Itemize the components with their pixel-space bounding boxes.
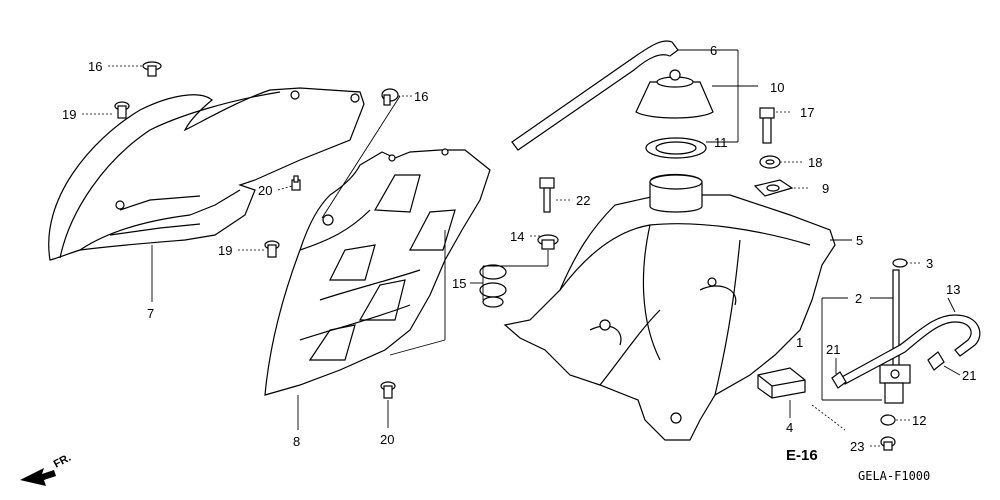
reference-e16: E-16 — [786, 447, 818, 464]
label-18: 18 — [808, 155, 822, 170]
bolt-22-part — [539, 177, 555, 213]
front-direction-label: FR. — [52, 452, 73, 471]
screw-19b-part — [264, 240, 280, 258]
washer-12-part — [880, 414, 896, 426]
pad-4-part — [757, 367, 806, 399]
clip-21a-part — [831, 371, 847, 389]
label-21-a: 21 — [826, 342, 840, 357]
label-22: 22 — [576, 193, 590, 208]
label-8: 8 — [293, 434, 300, 449]
cushion-9-part — [753, 179, 794, 197]
label-9: 9 — [822, 181, 829, 196]
label-3: 3 — [926, 256, 933, 271]
screw-19a-part — [114, 101, 130, 119]
screw-23-part — [880, 436, 896, 451]
bolt-17-part — [759, 107, 775, 144]
grommet-15-part — [479, 264, 507, 308]
label-15: 15 — [452, 276, 466, 291]
screw-16a-part — [142, 61, 162, 77]
screw-16b-part — [381, 88, 399, 106]
front-direction-arrow-icon — [20, 468, 56, 486]
fuel-line-part — [839, 314, 981, 385]
label-1: 1 — [796, 335, 803, 350]
label-21-b: 21 — [962, 368, 976, 383]
screw-20b-part — [380, 381, 396, 399]
collar-14-part — [537, 234, 559, 250]
label-23: 23 — [850, 439, 864, 454]
label-16-a: 16 — [88, 59, 102, 74]
label-20-b: 20 — [380, 432, 394, 447]
washer-18-part — [759, 155, 781, 169]
clip-21b-part — [927, 351, 945, 371]
label-19-b: 19 — [218, 243, 232, 258]
label-12: 12 — [912, 413, 926, 428]
label-11: 11 — [714, 135, 728, 150]
label-4: 4 — [786, 420, 793, 435]
label-14: 14 — [510, 229, 524, 244]
label-5: 5 — [856, 233, 863, 248]
label-2: 2 — [855, 291, 862, 306]
fuel-tank-part — [503, 173, 836, 441]
label-7: 7 — [147, 306, 154, 321]
drawing-code: GELA-F1000 — [858, 469, 930, 483]
label-13: 13 — [946, 282, 960, 297]
breather-tube-part — [511, 40, 679, 151]
label-10: 10 — [770, 80, 784, 95]
label-17: 17 — [800, 105, 814, 120]
radiator-shroud-part — [264, 148, 491, 396]
leader-lines — [82, 49, 961, 447]
label-6: 6 — [710, 43, 717, 58]
screw-20a-part — [291, 175, 301, 191]
label-20-a: 20 — [258, 183, 272, 198]
fuel-cap-part — [635, 69, 714, 119]
front-fender-part — [48, 87, 365, 261]
screw-3-part — [892, 258, 908, 268]
fuel-valve-part — [879, 269, 911, 404]
cap-seal-part — [645, 137, 707, 159]
label-16-b: 16 — [414, 89, 428, 104]
label-19-a: 19 — [62, 107, 76, 122]
